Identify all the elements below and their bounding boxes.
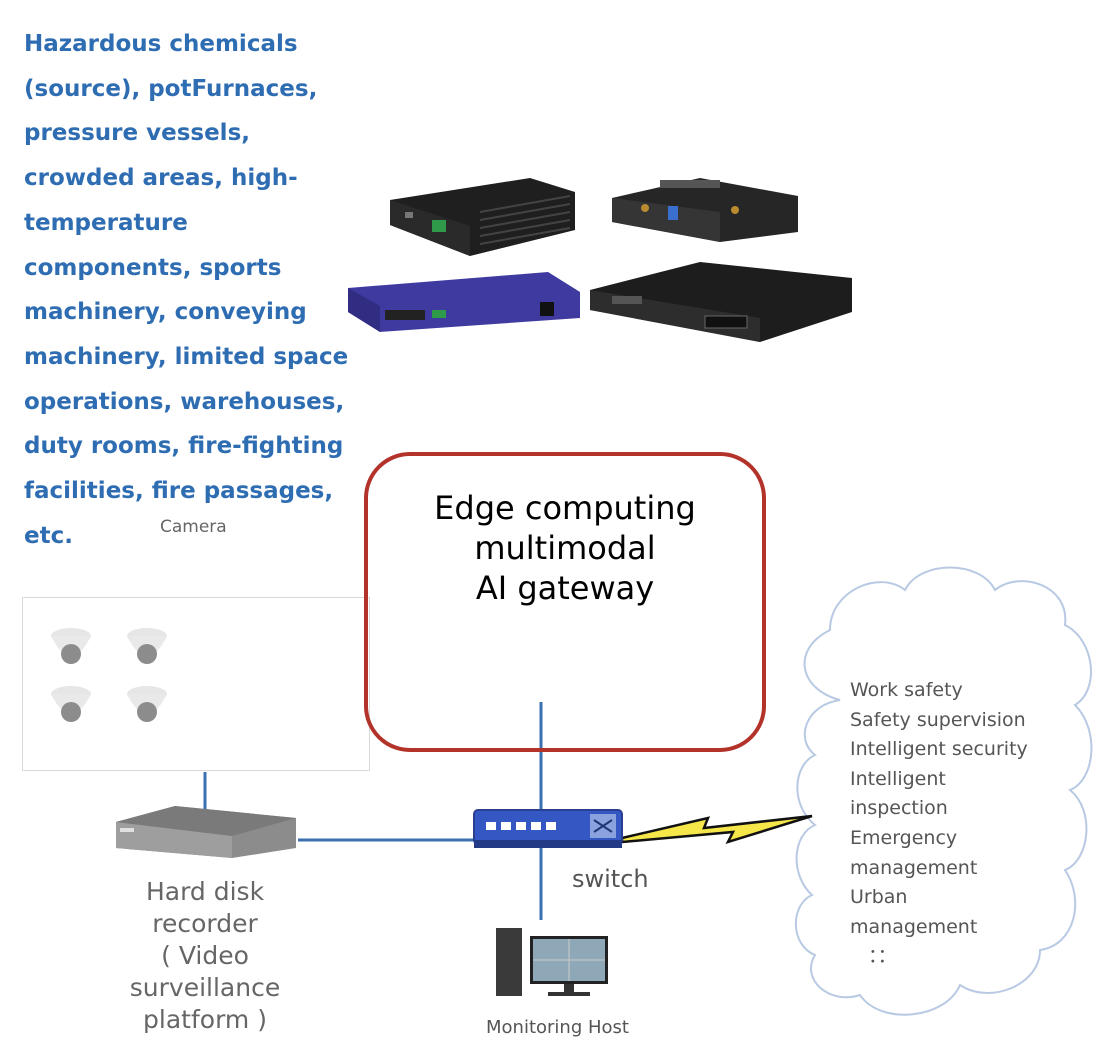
edge-device-rack-blue-icon — [348, 272, 580, 332]
application-item: Intelligent — [850, 767, 946, 790]
switch-label: switch — [572, 865, 649, 893]
application-item: Emergency — [850, 826, 958, 849]
edge-device-fanless-icon — [390, 178, 575, 256]
application-item: ：： — [850, 945, 897, 968]
application-item: Work safety — [850, 679, 963, 701]
application-item: Safety supervision — [850, 708, 1026, 731]
hazard-sources-text: Hazardous chemicals (source), potFurnace… — [24, 31, 349, 549]
application-list: Work safety Safety supervision Intellige… — [850, 676, 1050, 972]
dome-camera-icon — [51, 628, 91, 664]
application-item: management — [850, 856, 978, 879]
cloud-icon — [794, 566, 1093, 1016]
application-item: management — [850, 915, 978, 938]
dome-camera-icon — [51, 686, 91, 722]
nvr-label: Hard disk recorder ( Video surveillance … — [129, 877, 281, 1034]
edge-device-rack-black-icon — [590, 262, 852, 342]
camera-caption: Camera — [160, 517, 227, 537]
application-item: Urban — [850, 886, 908, 909]
nvr-recorder-icon — [116, 806, 296, 858]
lightning-link-icon — [620, 814, 813, 845]
gateway-title-line: Edge computing — [434, 489, 696, 527]
connector-lines — [203, 702, 543, 920]
gateway-title-line: AI gateway — [475, 569, 655, 607]
monitoring-host-icon — [496, 928, 608, 996]
ai-gateway-title: Edge computing multimodal AI gateway — [364, 488, 766, 608]
monitoring-host-label: Monitoring Host — [486, 1017, 629, 1038]
application-item: inspection — [850, 797, 948, 820]
network-switch-icon — [473, 809, 623, 848]
dome-camera-icon — [127, 686, 167, 722]
camera-panel — [22, 597, 370, 771]
ai-gateway-box — [364, 452, 766, 752]
dome-camera-icon — [127, 628, 167, 664]
edge-device-mini-pc-icon — [612, 178, 798, 242]
application-item: Intelligent security — [850, 738, 1028, 761]
gateway-title-line: multimodal — [474, 529, 656, 567]
